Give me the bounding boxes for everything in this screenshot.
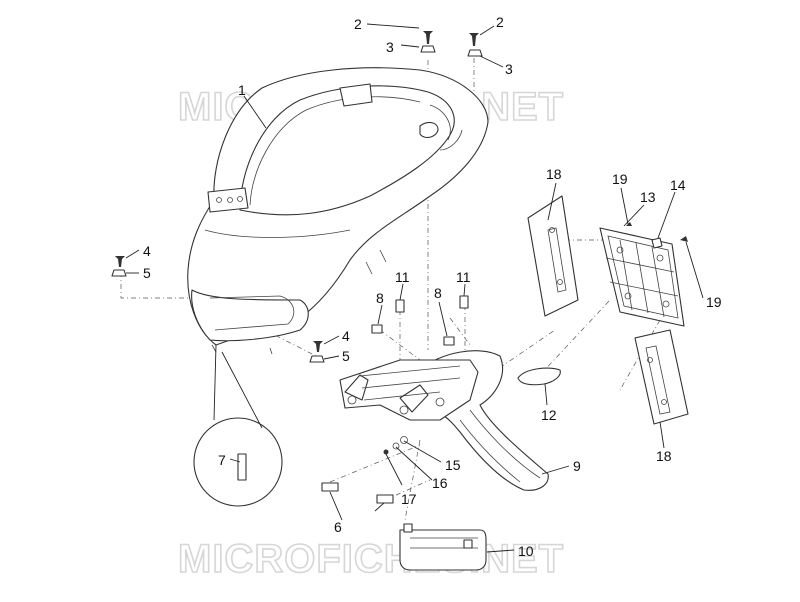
- callout-3: 3: [386, 39, 394, 55]
- callout-18b: 18: [656, 448, 672, 464]
- callout-2: 2: [354, 16, 362, 32]
- callout-6: 6: [334, 519, 342, 535]
- leader-lines: [125, 23, 704, 553]
- callout-8: 8: [376, 290, 384, 306]
- callout-13: 13: [640, 189, 656, 205]
- part-rear-bracket: [339, 359, 479, 421]
- callout-14: 14: [670, 177, 686, 193]
- callout-19: 19: [612, 171, 628, 187]
- callout-4: 4: [143, 243, 151, 259]
- part-plate-upper: [527, 195, 579, 317]
- callout-labels: 1 2 2 3 3 4 5 4 5 6 7 8 8 9 10 11 11 12 …: [143, 14, 722, 559]
- callout-17: 17: [401, 491, 417, 507]
- part-light-lens: [517, 367, 561, 386]
- part-plate-lower: [634, 329, 689, 425]
- callout-16: 16: [432, 475, 448, 491]
- detail-inset-7: [193, 344, 283, 507]
- part-plate-holder: [599, 227, 685, 327]
- callout-5b: 5: [342, 348, 350, 364]
- part-rear-body-shell: [187, 67, 489, 355]
- callout-10: 10: [518, 543, 534, 559]
- watermark-bottom: MICROFICHES.NET: [178, 537, 564, 581]
- callout-2b: 2: [496, 14, 504, 30]
- callout-1: 1: [238, 82, 246, 98]
- callout-15: 15: [445, 457, 461, 473]
- callout-5: 5: [143, 265, 151, 281]
- callout-3b: 3: [505, 61, 513, 77]
- callout-7: 7: [218, 452, 226, 468]
- callout-18: 18: [546, 166, 562, 182]
- callout-9: 9: [573, 458, 581, 474]
- callout-11: 11: [395, 269, 410, 285]
- fasteners: [111, 31, 688, 504]
- callout-8b: 8: [434, 285, 442, 301]
- callout-11b: 11: [456, 269, 471, 285]
- callout-19b: 19: [706, 294, 722, 310]
- callout-12: 12: [541, 407, 557, 423]
- part-reflector: [399, 523, 487, 571]
- callout-4b: 4: [342, 328, 350, 344]
